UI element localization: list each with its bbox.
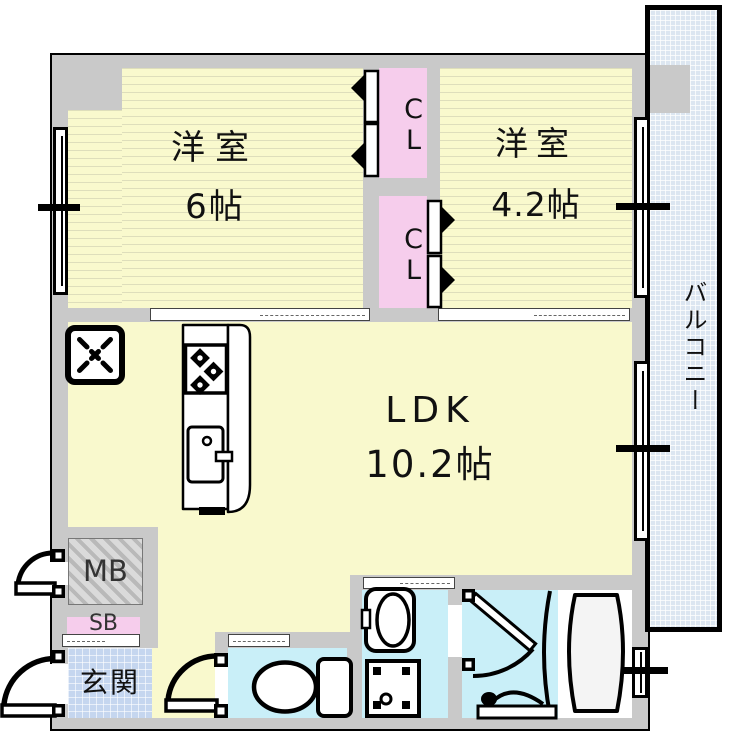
bedroom-left-name: 洋室 [171, 128, 259, 168]
closet-lower-floor [379, 196, 427, 308]
bedroom-right-size: 4.2帖 [491, 185, 581, 224]
window-tick [38, 204, 80, 211]
bath-faucet-icon [476, 690, 558, 720]
window-tick [616, 203, 670, 210]
entrance-door [0, 650, 65, 718]
bathtub-icon [567, 593, 625, 713]
ldk-size: 10.2帖 [365, 443, 495, 486]
meter-box-label: MB [83, 554, 128, 588]
bathroom-doorway [448, 605, 462, 657]
balcony-label: バルコニー [679, 280, 707, 415]
washer-pan-icon [365, 659, 421, 718]
bedroom-right-name: 洋室 [495, 124, 577, 163]
shower-curtain-line [542, 590, 552, 716]
shoe-box-area [67, 617, 140, 634]
meter-box-area [68, 538, 143, 605]
closet-upper-label: CL [398, 94, 429, 156]
window-tick [616, 445, 670, 452]
entrance-floor [68, 648, 152, 718]
closet-upper-doors [351, 69, 380, 178]
closet-upper-floor [379, 68, 427, 178]
sink-icon [186, 425, 234, 484]
ldk-floor [68, 322, 632, 527]
toilet-icon [251, 657, 353, 718]
toilet-doorway [215, 667, 228, 704]
bedroom-left-size: 6帖 [185, 187, 245, 227]
meter-box-doorway [49, 562, 68, 585]
closet-lower-doors [426, 199, 455, 309]
bedroom-right-floor [440, 68, 632, 308]
washbasin-icon [360, 587, 416, 653]
ldk-name: LDK [385, 390, 475, 431]
bedroom-left-sliding-door [150, 308, 370, 321]
hall-floor-2 [158, 632, 215, 648]
toilet-door [164, 653, 228, 718]
shoe-cabinet [62, 634, 140, 647]
closet-lower-label: CL [398, 224, 429, 286]
meter-box-door [14, 549, 65, 598]
toilet-top-opening [228, 634, 290, 647]
hall-floor [158, 575, 350, 632]
vent-fan-icon [65, 325, 125, 385]
balcony-wall-stub [650, 65, 690, 113]
entrance-doorway [49, 664, 68, 704]
bathroom-floor [462, 590, 558, 718]
bedroom-right-sliding-door [438, 308, 630, 321]
shoe-box-label: SB [88, 611, 119, 636]
entrance-label: 玄関 [79, 666, 140, 699]
window-tick [612, 667, 668, 674]
stove-icon [183, 343, 229, 395]
bath-door [462, 589, 552, 716]
bedroom-left-floor [122, 68, 363, 308]
ldk-floor-lower [158, 527, 632, 575]
